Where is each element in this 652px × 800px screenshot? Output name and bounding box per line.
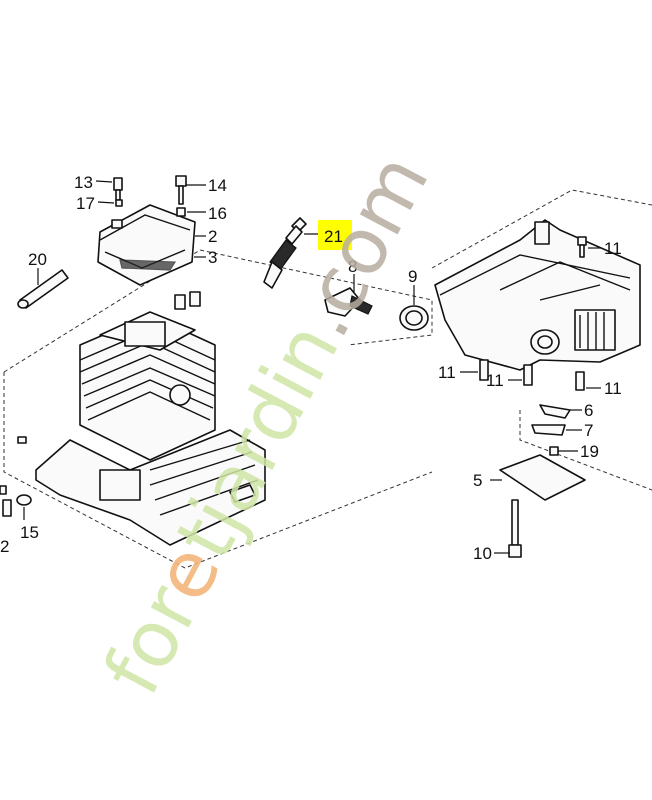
cover-plate-5[interactable] (499, 454, 586, 501)
callout-19[interactable]: 19 (580, 442, 599, 461)
bolt-11-mid[interactable] (523, 364, 533, 386)
spark-plug-21[interactable] (263, 217, 307, 289)
breather-tube-20[interactable] (17, 269, 69, 309)
bolt-2-lower[interactable] (0, 485, 12, 517)
bolt-13[interactable] (113, 177, 123, 201)
highlight-21 (318, 220, 352, 250)
bolt-14[interactable] (175, 175, 187, 205)
callout-16[interactable]: 16 (208, 204, 227, 223)
oil-seal-9[interactable] (399, 305, 429, 331)
washer-16[interactable] (176, 207, 186, 217)
washer-17[interactable] (115, 199, 123, 207)
callout-17[interactable]: 17 (76, 194, 95, 213)
bracket-6[interactable] (539, 404, 571, 419)
callout-7[interactable]: 7 (584, 421, 593, 440)
crankcase-right[interactable] (434, 219, 641, 371)
bolt-11-right[interactable] (575, 371, 585, 391)
callout-14[interactable]: 14 (208, 176, 227, 195)
bolt-11-top[interactable] (577, 236, 587, 258)
callout-5[interactable]: 5 (473, 471, 482, 490)
callout-21[interactable]: 21 (324, 227, 343, 246)
callout-9[interactable]: 9 (408, 267, 417, 286)
bolt-11-left[interactable] (479, 359, 489, 381)
callout-11-mid[interactable]: 11 (486, 371, 504, 390)
callout-8[interactable]: 8 (348, 257, 357, 276)
plate-7[interactable] (531, 424, 566, 436)
callout-3[interactable]: 3 (208, 248, 217, 267)
callout-11-right[interactable]: 11 (604, 379, 622, 398)
callout-2-upper[interactable]: 2 (208, 227, 217, 246)
drain-plug-8[interactable] (324, 287, 373, 317)
assembly-outline (3, 189, 652, 569)
callout-11-left[interactable]: 11 (438, 363, 456, 382)
callout-10[interactable]: 10 (473, 544, 492, 563)
cylinder-block[interactable] (79, 291, 216, 461)
callout-20[interactable]: 20 (28, 250, 47, 269)
washer-15[interactable] (16, 494, 32, 506)
callout-13[interactable]: 13 (74, 173, 93, 192)
bolt-19[interactable] (549, 446, 559, 456)
callout-11-top[interactable]: 11 (604, 239, 622, 258)
cylinder-head-cover[interactable] (97, 204, 196, 286)
bolt-10[interactable] (508, 499, 522, 558)
crankcase-base[interactable] (17, 429, 266, 546)
callout-6[interactable]: 6 (584, 401, 593, 420)
callout-15[interactable]: 15 (20, 523, 39, 542)
callout-2-lower[interactable]: 2 (0, 537, 9, 556)
